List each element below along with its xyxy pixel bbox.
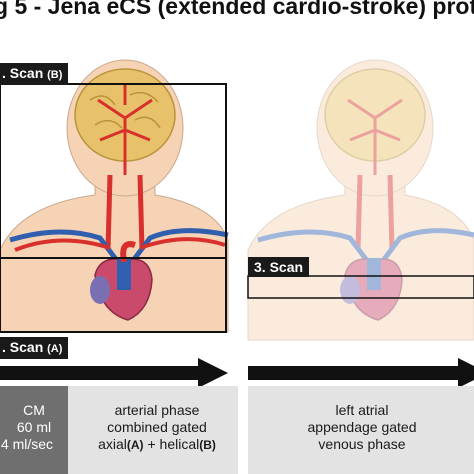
- contrast-rate: 4 ml/sec: [0, 436, 54, 452]
- arrow-b: [248, 366, 460, 380]
- figure-title: g 5 - Jena eCS (extended cardio-stroke) …: [0, 0, 474, 19]
- phase-b-text: left atrial appendage gated venous phase: [307, 402, 417, 452]
- head-right: [316, 59, 434, 197]
- carotid-arteries-left: [105, 174, 145, 251]
- phase-b-panel: [248, 386, 474, 474]
- cerebral-arteries-left: [97, 85, 153, 175]
- veins-left: [9, 228, 229, 264]
- scan-3-region: [247, 275, 474, 299]
- contrast-volume: 60 ml: [16, 419, 52, 435]
- scan-a-region: [0, 257, 227, 333]
- contrast-medium-box: CM 60 ml 4 ml/sec: [0, 386, 68, 474]
- brain-right: [324, 68, 426, 162]
- heart-right: [344, 258, 403, 321]
- contrast-label: CM: [23, 402, 45, 418]
- patient-left: [0, 59, 229, 333]
- arrow-a: [0, 366, 200, 380]
- scan-b-label: . Scan (B): [0, 63, 69, 85]
- phase-a-text: arterial phase combined gated axial(A) +…: [98, 402, 216, 452]
- vena-cava-left: [117, 258, 131, 290]
- atrium-left: [90, 276, 110, 304]
- scan-a-label: . Scan (A): [0, 337, 69, 359]
- scan-3-label: 3. Scan: [248, 257, 310, 277]
- timeline-arrows: [0, 358, 474, 388]
